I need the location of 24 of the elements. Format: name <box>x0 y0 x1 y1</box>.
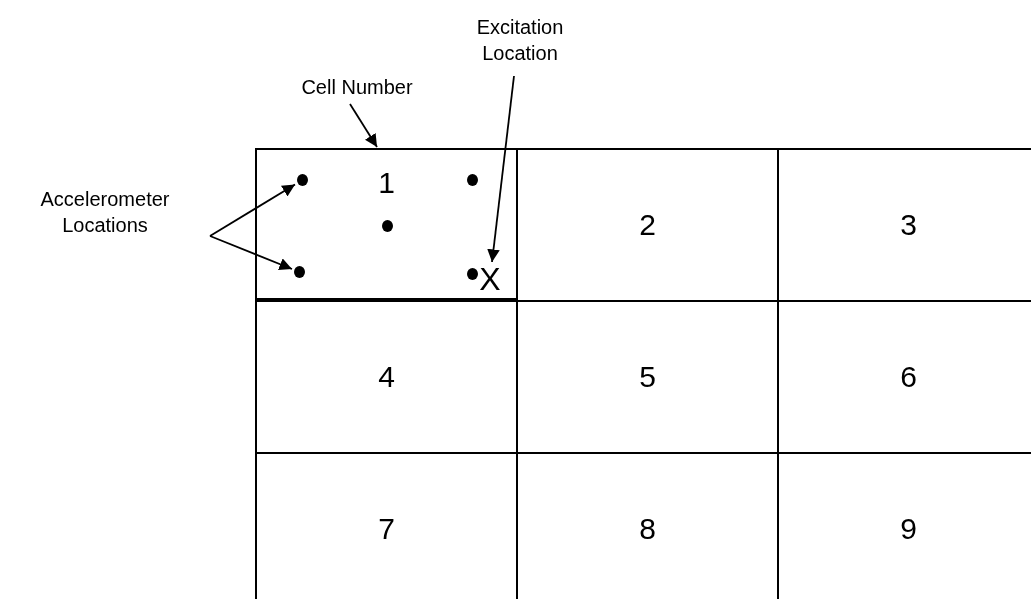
grid-cell <box>255 148 518 300</box>
accelerometer-dot <box>294 266 305 278</box>
cell-number: 4 <box>377 360 396 394</box>
cell-number: 2 <box>638 208 657 242</box>
cell-number: 7 <box>377 512 396 546</box>
cell-number: 1 <box>377 166 396 200</box>
accelerometer-dot <box>297 174 308 186</box>
callout-label: Cell Number <box>282 74 432 102</box>
accelerometer-dot <box>467 174 478 186</box>
cell-number: 8 <box>638 512 657 546</box>
excitation-mark: X <box>479 264 501 294</box>
leader-arrow <box>209 183 296 237</box>
callout-label: Accelerometer Locations <box>0 186 210 246</box>
accelerometer-dot <box>382 220 393 232</box>
cell-number: 6 <box>899 360 918 394</box>
cell-number: 5 <box>638 360 657 394</box>
callout-label: Excitation Location <box>450 14 590 74</box>
cell-number: 9 <box>899 512 918 546</box>
accelerometer-dot <box>467 268 478 280</box>
grid-cell <box>255 300 518 454</box>
leader-arrow <box>209 235 293 271</box>
leader-arrow <box>349 103 378 148</box>
cell-number: 3 <box>899 208 918 242</box>
leader-arrow <box>487 75 515 263</box>
